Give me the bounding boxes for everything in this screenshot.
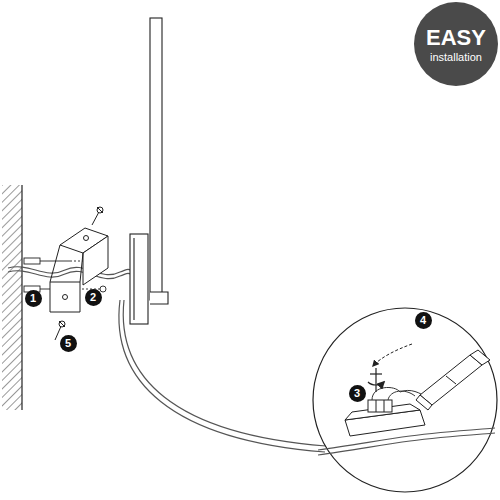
- lamp-cable: [119, 300, 326, 452]
- wall: [2, 185, 22, 410]
- callout-number: 2: [85, 289, 102, 306]
- callout-number: 3: [349, 385, 366, 402]
- detail-magnifier: [313, 308, 497, 492]
- callout-number: 5: [60, 335, 77, 352]
- badge-title: EASY: [426, 25, 486, 51]
- badge-subtitle: installation: [430, 51, 482, 63]
- screwdriver-symbol: [368, 368, 384, 392]
- mains-cable: [8, 267, 130, 279]
- callout-number: 4: [415, 312, 432, 329]
- screw: [55, 207, 103, 340]
- wall-lamp: [130, 18, 168, 324]
- move-arrow: [373, 344, 412, 366]
- callout-number: 1: [25, 290, 42, 307]
- badge-circle: EASYinstallation: [414, 2, 498, 86]
- mounting-bracket: [50, 228, 108, 312]
